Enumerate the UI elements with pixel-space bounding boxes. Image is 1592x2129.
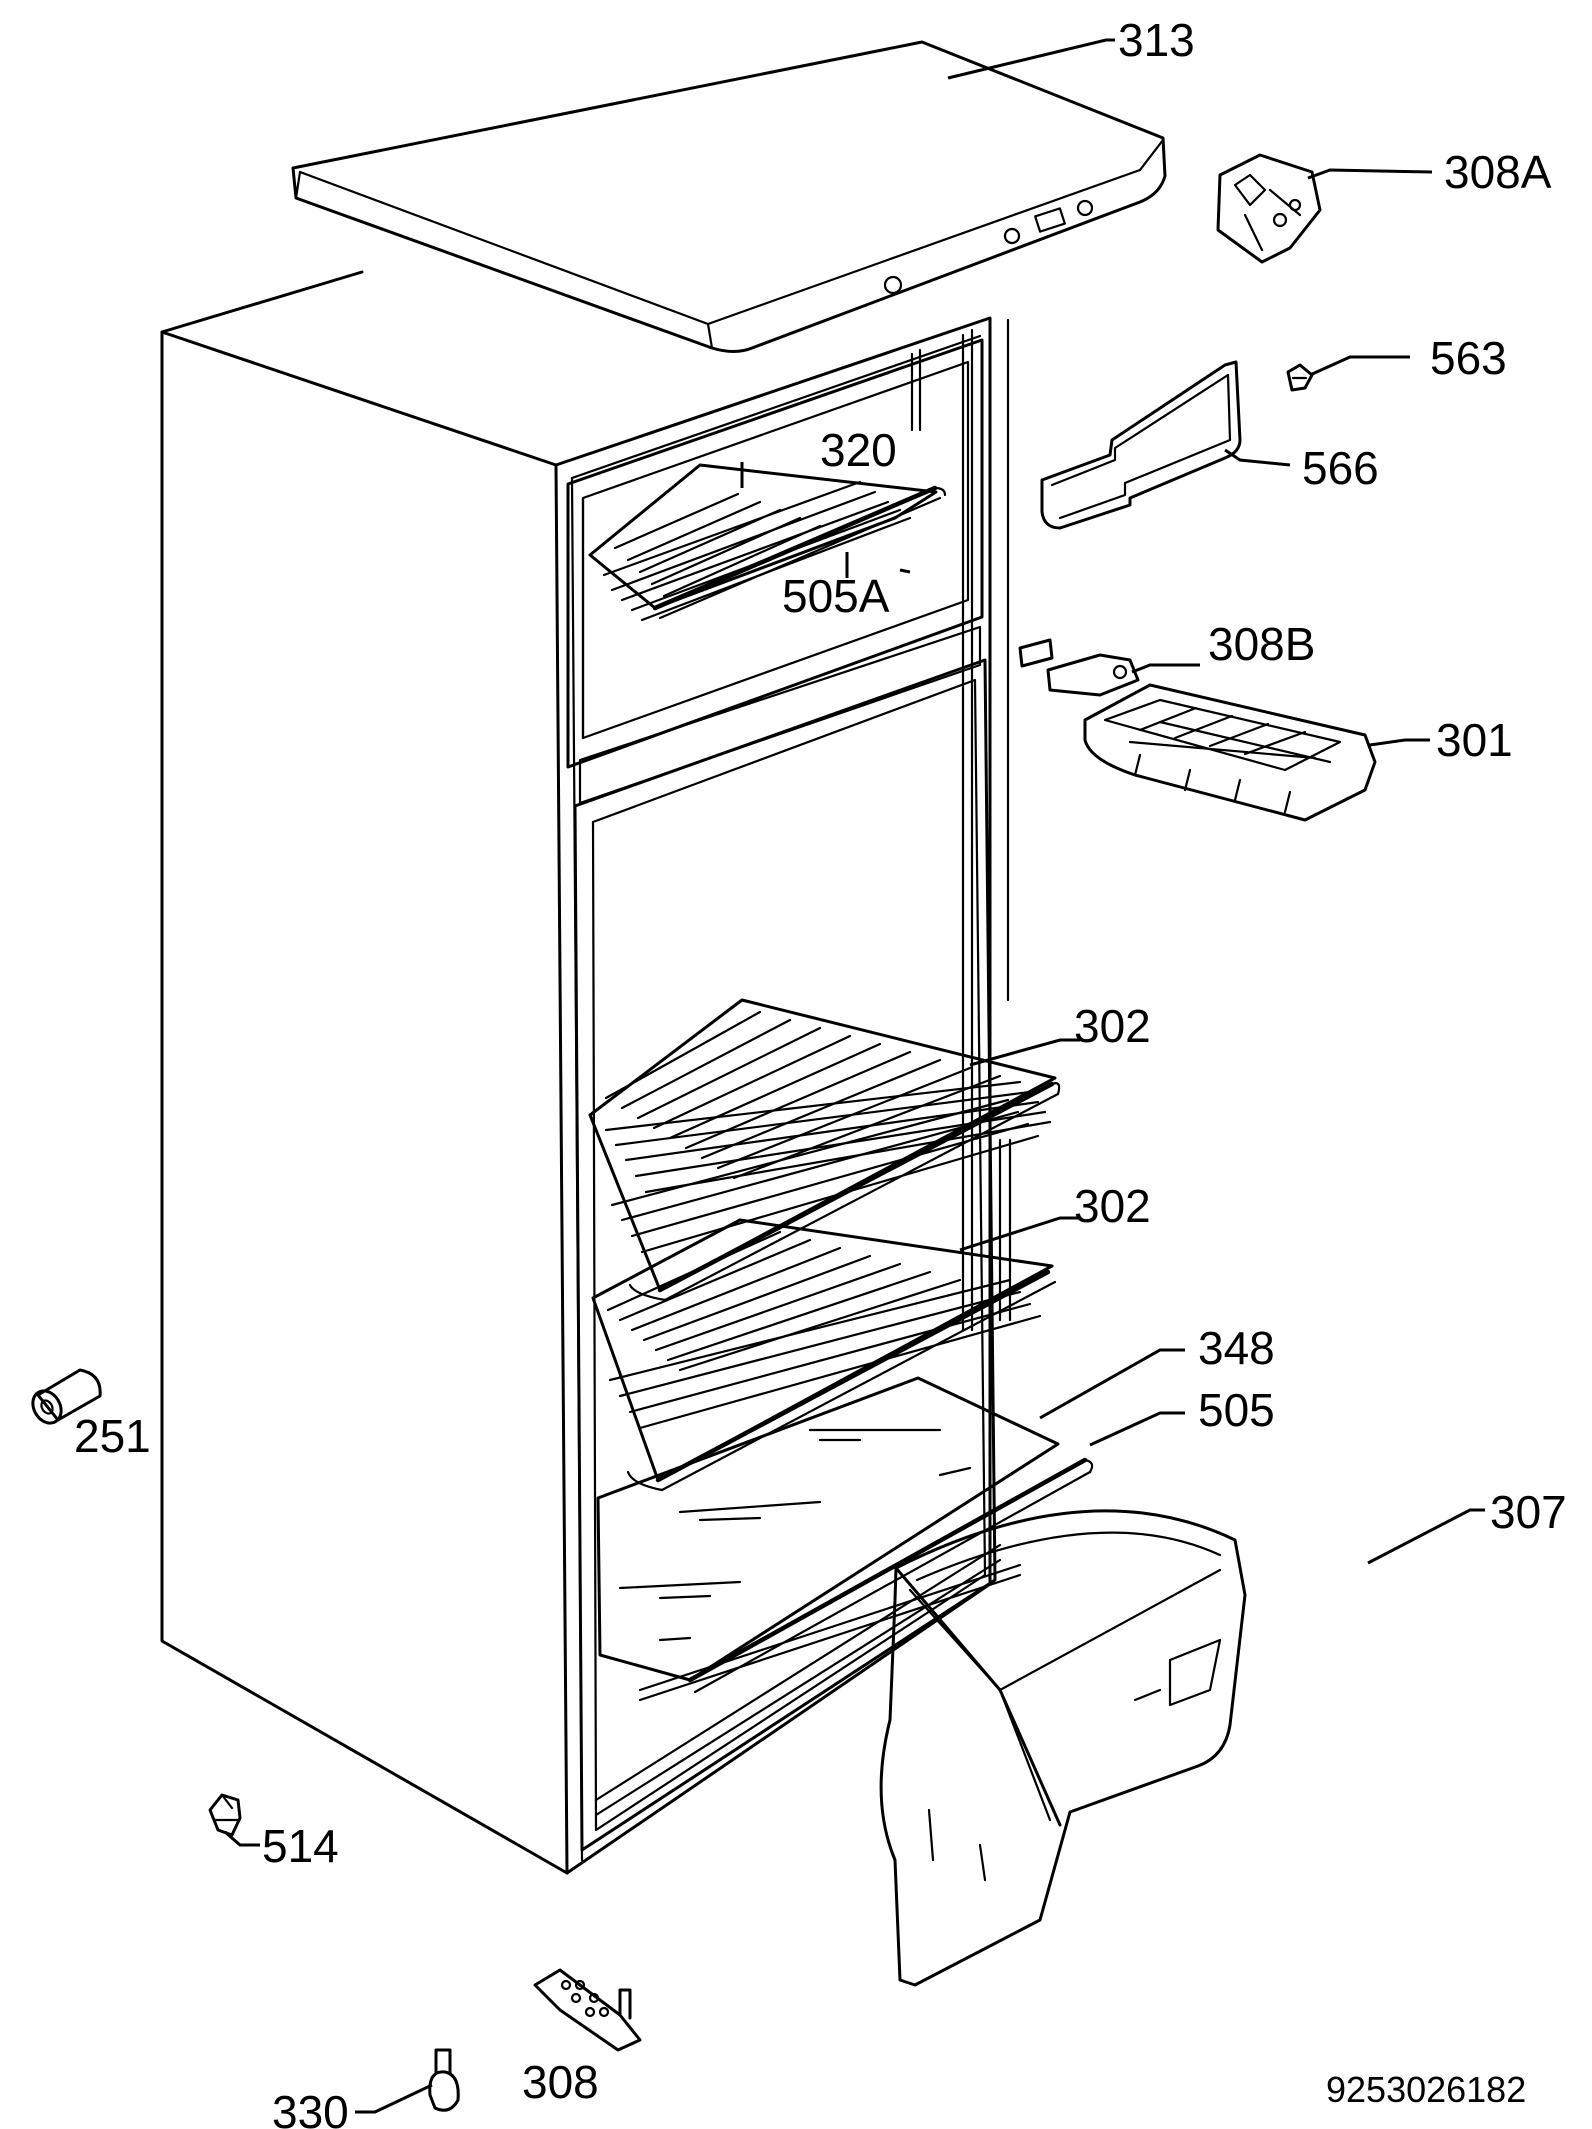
label-308A: 308A xyxy=(1444,146,1552,198)
label-308B: 308B xyxy=(1208,618,1315,670)
bottom-hinge-part xyxy=(533,1968,642,2052)
label-301: 301 xyxy=(1436,714,1513,766)
label-330: 330 xyxy=(272,2086,349,2129)
center-hinge-part xyxy=(1018,638,1140,697)
label-308: 308 xyxy=(522,2056,599,2108)
label-313: 313 xyxy=(1118,14,1195,66)
top-hinge-part xyxy=(1216,153,1322,264)
top-cover-part xyxy=(291,40,1167,353)
document-number: 9253026182 xyxy=(1326,2069,1526,2110)
label-505: 505 xyxy=(1198,1384,1275,1436)
label-302-lower: 302 xyxy=(1074,1180,1151,1232)
label-320: 320 xyxy=(820,424,897,476)
label-514: 514 xyxy=(262,1820,339,1872)
roller-part xyxy=(31,1368,102,1425)
label-307: 307 xyxy=(1490,1486,1567,1538)
crisper-drawer-part xyxy=(879,1509,1247,1987)
ice-tray-part xyxy=(1083,683,1377,822)
label-566: 566 xyxy=(1302,442,1379,494)
freezer-shelf-part xyxy=(588,463,947,622)
label-302-upper: 302 xyxy=(1074,1000,1151,1052)
leader-lines xyxy=(224,38,1485,2114)
cabinet-body xyxy=(160,270,1022,1875)
label-251: 251 xyxy=(74,1410,151,1462)
glass-shelf-lower xyxy=(591,1218,1057,1492)
label-563: 563 xyxy=(1430,332,1507,384)
label-348: 348 xyxy=(1198,1322,1275,1374)
label-505A: 505A xyxy=(782,570,890,622)
door-handle-part xyxy=(1040,360,1242,530)
foot-514-part xyxy=(208,1793,242,1837)
screw-563-part xyxy=(1286,363,1314,392)
crisper-cover-part xyxy=(596,1376,1094,1694)
foot-330-part xyxy=(428,2048,460,2112)
